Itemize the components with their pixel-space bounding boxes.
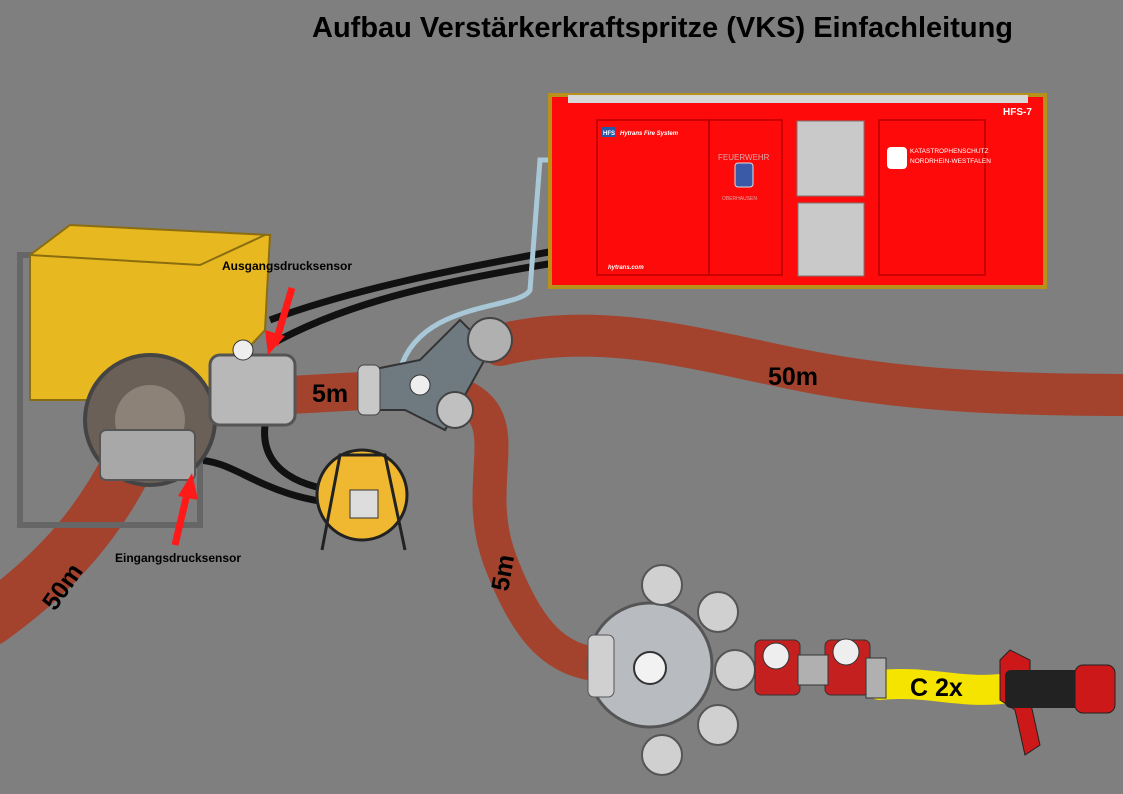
city: OBERHAUSEN (722, 196, 757, 202)
hose-5m-y-to-distributor (443, 378, 617, 682)
label-outlet-sensor: Ausgangsdrucksensor (222, 259, 352, 273)
hose-50m-left (0, 434, 156, 644)
cable-reel (315, 448, 409, 551)
nozzle (999, 649, 1116, 756)
container-hfs7: HFS-7 HFS Hytrans Fire System FEUERWEHR … (548, 93, 1047, 289)
arrow-inlet-sensor (171, 473, 198, 546)
sensor-cable (268, 258, 561, 349)
container-brand: Hytrans Fire System (620, 131, 679, 137)
distributor-manifold (586, 564, 756, 776)
arrow-outlet-sensor (265, 286, 296, 355)
sensor-cable (268, 246, 561, 324)
label-inlet-sensor: Eingangsdrucksensor (115, 551, 241, 565)
website: hytrans.com (608, 265, 644, 271)
fire-dept: FEUERWEHR (718, 153, 770, 162)
label-hose-5m-pump: 5m (312, 380, 348, 408)
label-hose-5m-distributor: 5m (486, 553, 520, 593)
brand-badge: HFS (603, 131, 615, 137)
page-title: Aufbau Verstärkerkraftspritze (VKS) Einf… (312, 12, 1013, 44)
control-cable (397, 157, 548, 371)
label-hose-50m-top: 50m (768, 363, 818, 391)
label-c-hose: C 2x (910, 674, 963, 702)
c-hose (865, 668, 1025, 705)
hose-50m-top (479, 314, 1123, 416)
pressure-relief-valves (754, 638, 887, 699)
org-line1: KATASTROPHENSCHUTZ (910, 148, 989, 155)
org-line2: NORDRHEIN-WESTFALEN (910, 158, 991, 165)
container-model: HFS-7 (1003, 107, 1032, 118)
y-distributor (357, 317, 513, 432)
